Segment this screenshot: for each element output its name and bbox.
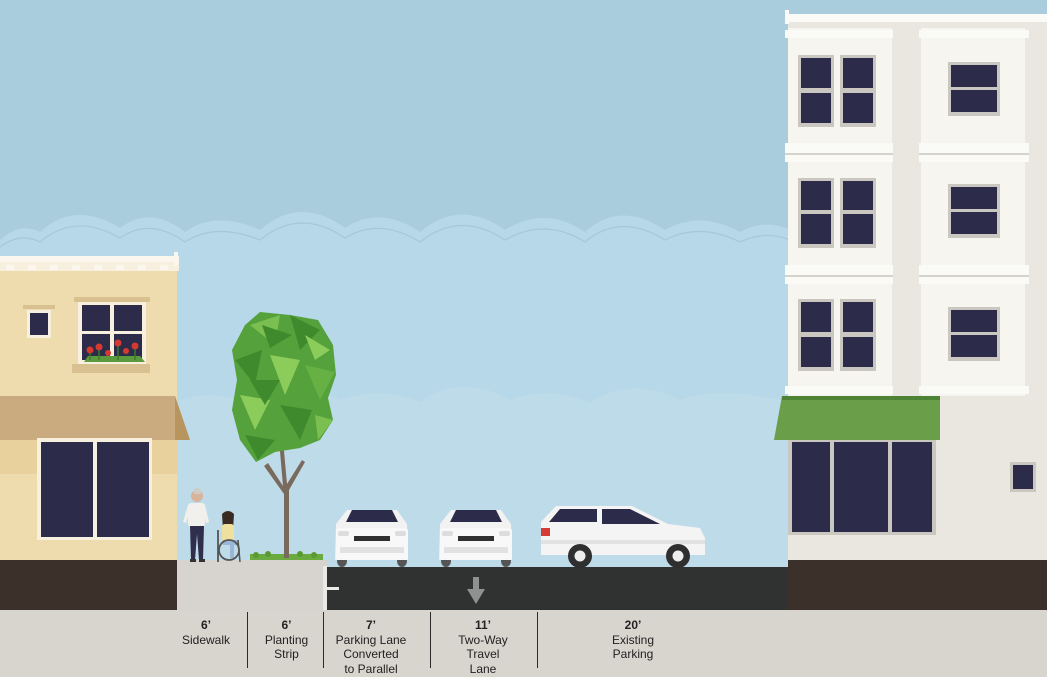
suv-icon: [541, 506, 705, 568]
segment-name: Two-Way Travel Lane: [458, 632, 508, 676]
ground-strip: [0, 610, 1047, 677]
segment-width: 7’: [365, 618, 376, 632]
parked-car-icon: [439, 510, 512, 567]
segment-width: 6’: [281, 618, 292, 632]
segment-divider: [323, 612, 324, 668]
segment-label-sidewalk: 6’ Sidewalk: [177, 618, 235, 647]
flower-box: [72, 339, 150, 373]
tan-awning: [0, 396, 190, 440]
segment-divider: [247, 612, 248, 668]
segment-name: Planting Strip: [264, 632, 309, 662]
segment-width: 11’: [474, 618, 492, 632]
left-building: [0, 252, 190, 610]
wheelchair-user-icon: [217, 511, 241, 563]
tree-icon: [232, 312, 336, 558]
roadway-asphalt: [323, 567, 788, 610]
segment-name: Sidewalk: [181, 632, 231, 647]
segment-label-parking-lane: 7’ Parking Lane Converted to Parallel: [325, 618, 417, 676]
segment-label-planting-strip: 6’ Planting Strip: [250, 618, 323, 662]
segment-divider: [537, 612, 538, 668]
segment-width: 20’: [624, 618, 642, 632]
parked-car-icon: [335, 510, 408, 567]
direction-arrow-icon: [467, 577, 485, 604]
segment-label-existing-parking: 20’ Existing Parking: [590, 618, 676, 662]
pedestrian-icon: [183, 488, 209, 562]
segment-name: Parking Lane Converted to Parallel: [335, 632, 407, 676]
segment-width: 6’: [200, 618, 211, 632]
segment-name: Existing Parking: [611, 632, 655, 662]
green-awning: [774, 396, 940, 440]
segment-label-travel-lane: 11’ Two-Way Travel Lane: [440, 618, 526, 676]
sidewalk-surface: [177, 560, 327, 610]
segment-divider: [430, 612, 431, 668]
right-building: [774, 10, 1047, 610]
